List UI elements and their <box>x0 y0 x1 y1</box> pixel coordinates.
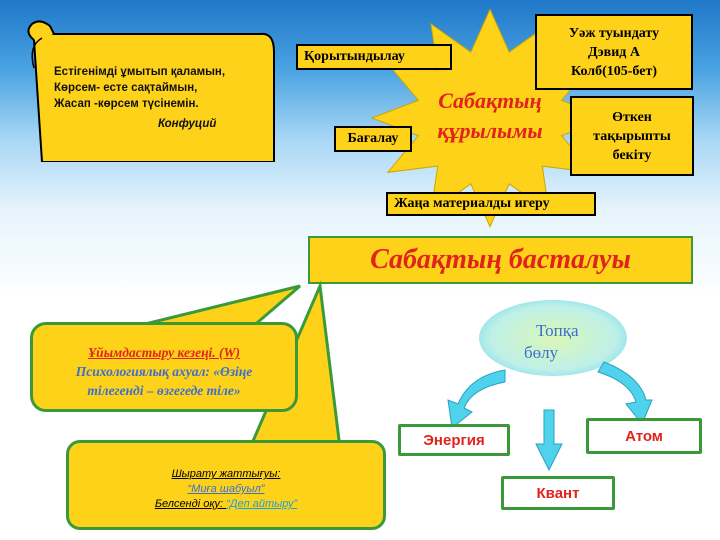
group-box-quant: Квант <box>501 476 615 510</box>
label-otken-line-3: бекіту <box>612 147 652 163</box>
callout-warmup: Шырату жаттығуы: “Миға шабуыл” Белсенді … <box>66 440 386 530</box>
quote-line-3: Жасап -көрсем түсінемін. <box>54 98 199 110</box>
quote-author: Конфуций <box>158 118 217 130</box>
label-uazh: Уәж туындату Дэвид А Колб(105-бет) <box>535 14 693 90</box>
group-box-atom: Атом <box>586 418 702 454</box>
group-label-line-2: бөлу <box>524 343 559 362</box>
callout-warmup-line-1: Шырату жаттығуы: <box>171 468 281 480</box>
scroll-shape <box>27 20 275 162</box>
quote-line-2: Көрсем- есте сақтаймын, <box>54 82 198 94</box>
label-otken-line-1: Өткен <box>612 109 652 125</box>
star-title-line-1: Сабақтың <box>438 88 542 113</box>
star-title-line-2: құрылымы <box>437 118 542 143</box>
group-box-energy: Энергия <box>398 424 510 456</box>
group-label: Топқа бөлу <box>524 320 579 364</box>
callout-warmup-line-3-accent: “Деп айтыру” <box>226 498 298 510</box>
callout-warmup-line-3-prefix: Белсенді оқу: <box>154 498 227 510</box>
group-label-line-1: Топқа <box>536 321 579 340</box>
label-uazh-line-1: Уәж туындату <box>568 25 660 41</box>
quote-text: Естігенімді ұмытып қаламын, Көрсем- есте… <box>54 64 274 132</box>
label-uazh-line-2: Дэвид А <box>587 44 640 60</box>
lesson-start-banner: Сабақтың басталуы <box>308 236 693 284</box>
label-otken-line-2: тақырыпты <box>593 128 671 144</box>
callout-organizational-line-3: тілегенді – өзгегеде тіле» <box>87 383 241 398</box>
arrow-to-atom-icon <box>597 361 653 425</box>
callout-warmup-line-2: “Миға шабуыл” <box>187 483 265 495</box>
label-korytyndylau: Қорытындылау <box>296 44 452 70</box>
callout-organizational-line-1: Ұйымдастыру кезеңі. (W) <box>87 345 241 360</box>
quote-line-1: Естігенімді ұмытып қаламын, <box>54 66 226 78</box>
callout-organizational: Ұйымдастыру кезеңі. (W) Психологиялық ах… <box>30 322 298 412</box>
label-uazh-line-3: Колб(105-бет) <box>570 63 658 79</box>
arrow-to-energy-icon <box>447 369 506 429</box>
callout-organizational-line-2: Психологиялық ахуал: «Өзіңе <box>75 364 253 379</box>
arrow-to-quant-icon <box>535 409 563 472</box>
callout-warmup-line-3: Белсенді оқу: “Деп айтыру” <box>69 497 383 512</box>
label-zhana: Жаңа материалды игеру <box>386 192 596 216</box>
label-bagalau: Бағалау <box>334 126 412 152</box>
group-ellipse <box>479 300 627 376</box>
label-otken: Өткен тақырыпты бекіту <box>570 96 694 176</box>
